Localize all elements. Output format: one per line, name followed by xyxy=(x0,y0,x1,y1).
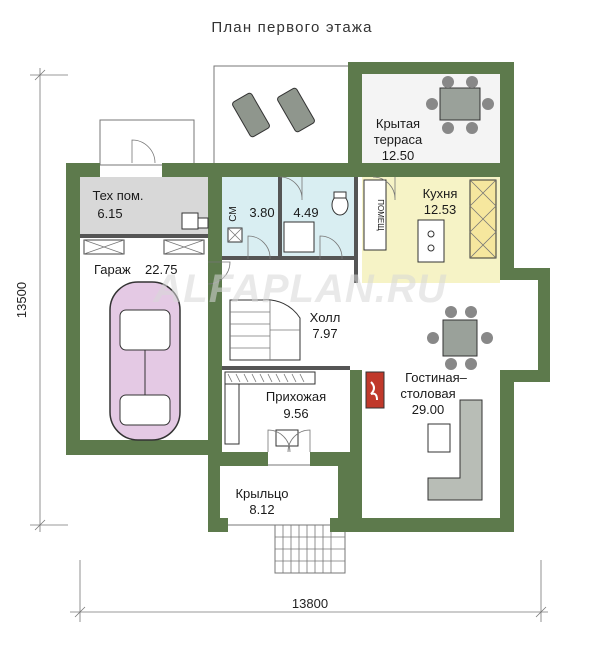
height-dimension-label: 13500 xyxy=(14,282,29,318)
kitchen-area: 12.53 xyxy=(424,202,457,217)
dining-table-icon xyxy=(427,306,493,370)
living-area: 29.00 xyxy=(412,402,445,417)
plan-title: План первого этажа xyxy=(211,19,372,36)
hall-area: 7.97 xyxy=(312,326,337,341)
doors xyxy=(131,139,396,453)
terrace-label-1: Крытая xyxy=(376,116,420,131)
kitchen-label: Кухня xyxy=(423,186,458,201)
wc-area: 3.80 xyxy=(249,205,274,220)
interior-partitions xyxy=(80,177,358,370)
bath-area: 4.49 xyxy=(293,205,318,220)
porch-area: 8.12 xyxy=(249,502,274,517)
watermark: ALFAPLAN.RU xyxy=(152,267,446,311)
room-wc xyxy=(222,177,280,259)
walls xyxy=(66,62,550,532)
bench-icon xyxy=(275,429,299,447)
terrace-label-2: терраса xyxy=(374,132,423,147)
wc-label: СМ xyxy=(228,206,239,221)
entry-area: 9.56 xyxy=(283,406,308,421)
bath-fixtures-icon xyxy=(283,191,349,253)
porch-label: Крыльцо xyxy=(235,486,288,501)
loungers-icon xyxy=(232,87,315,138)
wardrobe-icon xyxy=(224,371,316,445)
wc-fixtures-icon xyxy=(227,227,243,243)
driveway xyxy=(99,119,195,166)
hall-label: Холл xyxy=(310,310,341,325)
garage-label: Гараж xyxy=(94,262,131,277)
living-label-2: столовая xyxy=(400,386,455,401)
garage-area: 22.75 xyxy=(145,262,178,277)
dimension-height: 13500 xyxy=(14,68,68,532)
car-icon xyxy=(109,281,181,441)
dimension-width: 13800 xyxy=(70,560,548,622)
garage-shelves-icon xyxy=(83,239,205,255)
width-dimension-label: 13800 xyxy=(292,596,328,611)
terrace-area: 12.50 xyxy=(382,148,415,163)
tech-label: Тех пом. xyxy=(92,188,143,203)
living-label-1: Гостиная– xyxy=(405,370,468,385)
kitchen-counter-icon xyxy=(363,179,497,263)
fireplace-icon xyxy=(365,371,385,409)
sofa-icon xyxy=(427,399,483,501)
staircase-icon xyxy=(229,299,301,361)
tech-area: 6.15 xyxy=(97,206,122,221)
terrace-table-icon xyxy=(426,76,494,134)
pantry-label: ПОМЕЩ xyxy=(376,199,385,231)
entry-label: Прихожая xyxy=(266,389,326,404)
porch-steps xyxy=(274,524,346,574)
boiler-icon xyxy=(181,212,209,230)
